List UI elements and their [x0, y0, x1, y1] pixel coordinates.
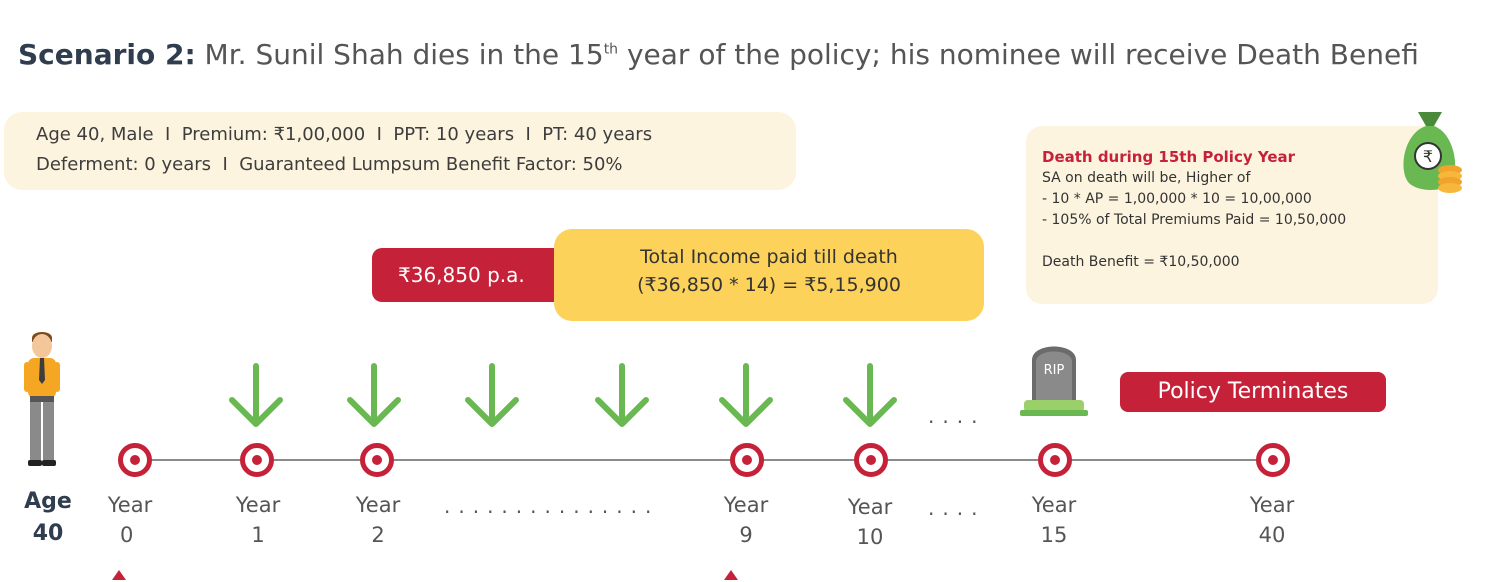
year-number: 9: [739, 523, 753, 547]
year-label-10: Year 10: [830, 492, 910, 552]
total-income-label: Total Income paid till death: [640, 246, 898, 268]
timeline-marker: [1256, 443, 1290, 477]
income-arrow-icon: [229, 363, 283, 427]
death-benefit-line-1: SA on death will be, Higher of: [1042, 170, 1251, 186]
income-arrow-icon: [843, 363, 897, 427]
year-number: 0: [120, 523, 134, 547]
death-benefit-title: Death during 15th Policy Year: [1042, 148, 1296, 166]
year-label-0: Year 0: [90, 490, 170, 550]
timeline-marker: [240, 443, 274, 477]
year-number: 2: [371, 523, 385, 547]
death-benefit-line-3: - 105% of Total Premiums Paid = 10,50,00…: [1042, 212, 1347, 228]
timeline-marker: [854, 443, 888, 477]
policy-info-line-2: Deferment: 0 years I Guaranteed Lumpsum …: [36, 154, 623, 175]
scenario-title: Scenario 2: Mr. Sunil Shah dies in the 1…: [18, 38, 1419, 71]
year-label-9: Year 9: [706, 490, 786, 550]
timeline-marker: [360, 443, 394, 477]
year-number: 10: [856, 525, 884, 549]
year-number: 15: [1040, 523, 1068, 547]
title-text-a: Mr. Sunil Shah dies in the 15: [195, 38, 604, 71]
year-label-15: Year 15: [1014, 490, 1094, 550]
death-benefit-line-2: - 10 * AP = 1,00,000 * 10 = 10,00,000: [1042, 191, 1312, 207]
year-text: Year: [107, 493, 153, 517]
svg-text:₹: ₹: [1423, 147, 1433, 166]
annual-income-badge: ₹36,850 p.a.: [372, 248, 568, 302]
year-text: Year: [235, 493, 281, 517]
person-icon: [24, 332, 60, 466]
year-text: Year: [723, 493, 769, 517]
income-arrow-icon: [465, 363, 519, 427]
income-arrow-icon: [595, 363, 649, 427]
money-bag-icon: ₹: [1403, 112, 1462, 193]
ellipsis-dots: ...............: [444, 494, 660, 518]
policy-info-box: Age 40, Male I Premium: ₹1,00,000 I PPT:…: [4, 112, 796, 190]
premium-arrow-icon: [724, 570, 738, 580]
title-superscript: th: [603, 41, 619, 58]
ellipsis-dots: ....: [928, 404, 986, 428]
year-text: Year: [355, 493, 401, 517]
ellipsis-dots: ....: [928, 496, 986, 520]
income-arrow-icon: [719, 363, 773, 427]
age-value: 40: [32, 521, 64, 546]
title-text-b: year of the policy; his nominee will rec…: [618, 38, 1419, 71]
policy-info-line-1: Age 40, Male I Premium: ₹1,00,000 I PPT:…: [36, 124, 653, 145]
tombstone-icon: RIP: [1020, 346, 1088, 416]
total-income-box: Total Income paid till death (₹36,850 * …: [554, 229, 984, 321]
timeline-marker: [730, 443, 764, 477]
year-text: Year: [1249, 493, 1295, 517]
year-label-1: Year 1: [218, 490, 298, 550]
timeline-marker: [1038, 443, 1072, 477]
age-label: Age 40: [18, 486, 78, 550]
year-text: Year: [847, 495, 893, 519]
tomb-text: RIP: [1044, 363, 1065, 378]
policy-terminates-badge: Policy Terminates: [1120, 372, 1386, 412]
year-label-2: Year 2: [338, 490, 418, 550]
scenario-label: Scenario 2:: [18, 38, 196, 71]
year-number: 40: [1258, 523, 1286, 547]
year-label-40: Year 40: [1232, 490, 1312, 550]
age-label-text: Age: [24, 489, 72, 514]
timeline-line: [136, 459, 1274, 461]
timeline-marker: [118, 443, 152, 477]
income-arrow-icon: [347, 363, 401, 427]
death-benefit-box: Death during 15th Policy Year SA on deat…: [1026, 126, 1438, 304]
year-number: 1: [251, 523, 265, 547]
premium-arrow-icon: [112, 570, 126, 580]
death-benefit-amount: Death Benefit = ₹10,50,000: [1042, 254, 1240, 270]
year-text: Year: [1031, 493, 1077, 517]
total-income-calc: (₹36,850 * 14) = ₹5,15,900: [637, 274, 901, 296]
